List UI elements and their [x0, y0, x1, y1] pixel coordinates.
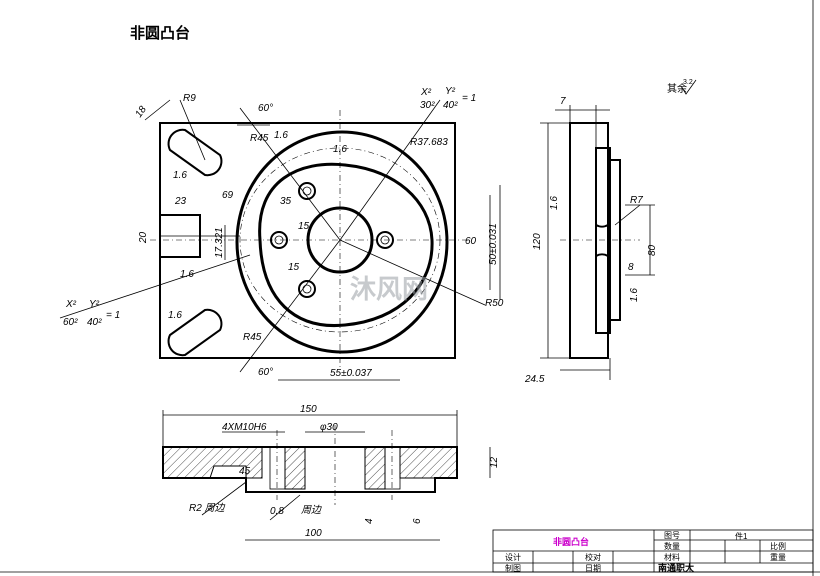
tb-weight-label: 重量	[770, 552, 786, 562]
tb-drafter-label: 制图	[505, 563, 521, 573]
ellipse-top-x: X²	[420, 87, 432, 98]
dim-17321: 17.321	[214, 227, 225, 258]
rough-16e: 1.6	[168, 310, 182, 321]
roughness-note: 其余	[667, 82, 687, 95]
ellipse-top-y: Y²	[445, 86, 456, 97]
dim-r9: R9	[183, 93, 196, 104]
rough-16d: 1.6	[180, 269, 194, 280]
dim-08: 0.8	[270, 506, 284, 517]
dim-r37683: R37.683	[410, 137, 448, 148]
dim-80: 80	[647, 244, 658, 256]
dim-18: 18	[133, 104, 149, 120]
ellipse-top-yd: 40²	[443, 100, 458, 111]
section-view	[162, 410, 491, 541]
dim-7: 7	[560, 96, 566, 107]
dim-r7: R7	[630, 195, 643, 206]
tb-drawing-no-value: 件1	[735, 531, 748, 541]
ellipse-top-eq: = 1	[462, 93, 476, 104]
dim-20: 20	[138, 231, 149, 244]
dim-zhoubian: 周边	[301, 504, 322, 516]
angle-60-top: 60°	[258, 103, 273, 114]
tb-drawing-no-label: 图号	[664, 531, 680, 540]
dim-6: 6	[412, 518, 423, 524]
rough-16a: 1.6	[274, 130, 288, 141]
roughness-value: 3.2	[683, 79, 693, 86]
dim-4: 4	[364, 518, 375, 524]
dim-55: 55±0.037	[330, 368, 372, 379]
dim-r45-top: R45	[250, 133, 269, 144]
side-view	[540, 105, 655, 380]
ellipse-left-x: X²	[65, 299, 77, 310]
dim-12: 12	[489, 456, 500, 468]
title-block-part-name: 非圆凸台	[553, 536, 589, 547]
dim-15b: 15	[288, 262, 300, 273]
slot-top-left	[167, 128, 223, 177]
tb-material-label: 材料	[664, 552, 680, 562]
dim-r2: R2 周边	[189, 502, 226, 514]
tb-scale-label: 比例	[770, 541, 786, 551]
ellipse-top-xd: 30²	[420, 100, 435, 111]
dim-r50: R50	[485, 298, 504, 309]
angle-60-bottom: 60°	[258, 367, 273, 378]
dim-8: 8	[628, 262, 634, 273]
side-rough-16b: 1.6	[629, 288, 640, 302]
side-rough-16: 1.6	[549, 196, 560, 210]
dim-60: 60	[465, 236, 477, 247]
slot-bottom-left	[167, 308, 223, 357]
outer-boss	[235, 130, 449, 354]
dim-35: 35	[280, 196, 292, 207]
dim-150: 150	[300, 404, 317, 415]
dim-4xm10: 4XM10H6	[222, 422, 267, 433]
ellipse-left-y: Y²	[89, 299, 100, 310]
rough-16b: 1.6	[333, 144, 347, 155]
ellipse-left-yd: 40²	[87, 317, 102, 328]
tb-designer-label: 设计	[505, 552, 521, 562]
tb-checker-label: 校对	[585, 552, 601, 562]
tb-qty-label: 数量	[664, 541, 680, 551]
ellipse-left-xd: 60²	[63, 317, 78, 328]
drawing-title: 非圆凸台	[130, 24, 190, 42]
roughness-symbol-icon	[680, 79, 697, 95]
tb-date-label: 日期	[585, 564, 601, 573]
tb-school: 南通职大	[658, 562, 694, 573]
dim-45: 45	[239, 466, 251, 477]
top-view	[59, 99, 501, 381]
dim-r45-bottom: R45	[243, 332, 262, 343]
dim-245: 24.5	[524, 374, 545, 385]
rough-16c: 1.6	[173, 170, 187, 181]
dim-phi30: φ30	[320, 422, 338, 433]
dim-15a: 15	[298, 221, 310, 232]
watermark: 沐风网	[350, 274, 428, 304]
dim-120: 120	[532, 233, 543, 250]
dim-50: 50±0.031	[488, 223, 499, 265]
ellipse-left-eq: = 1	[106, 310, 120, 321]
title-block	[492, 529, 814, 573]
dim-100: 100	[305, 528, 322, 539]
dim-23: 23	[174, 196, 187, 207]
dim-69: 69	[222, 190, 234, 201]
